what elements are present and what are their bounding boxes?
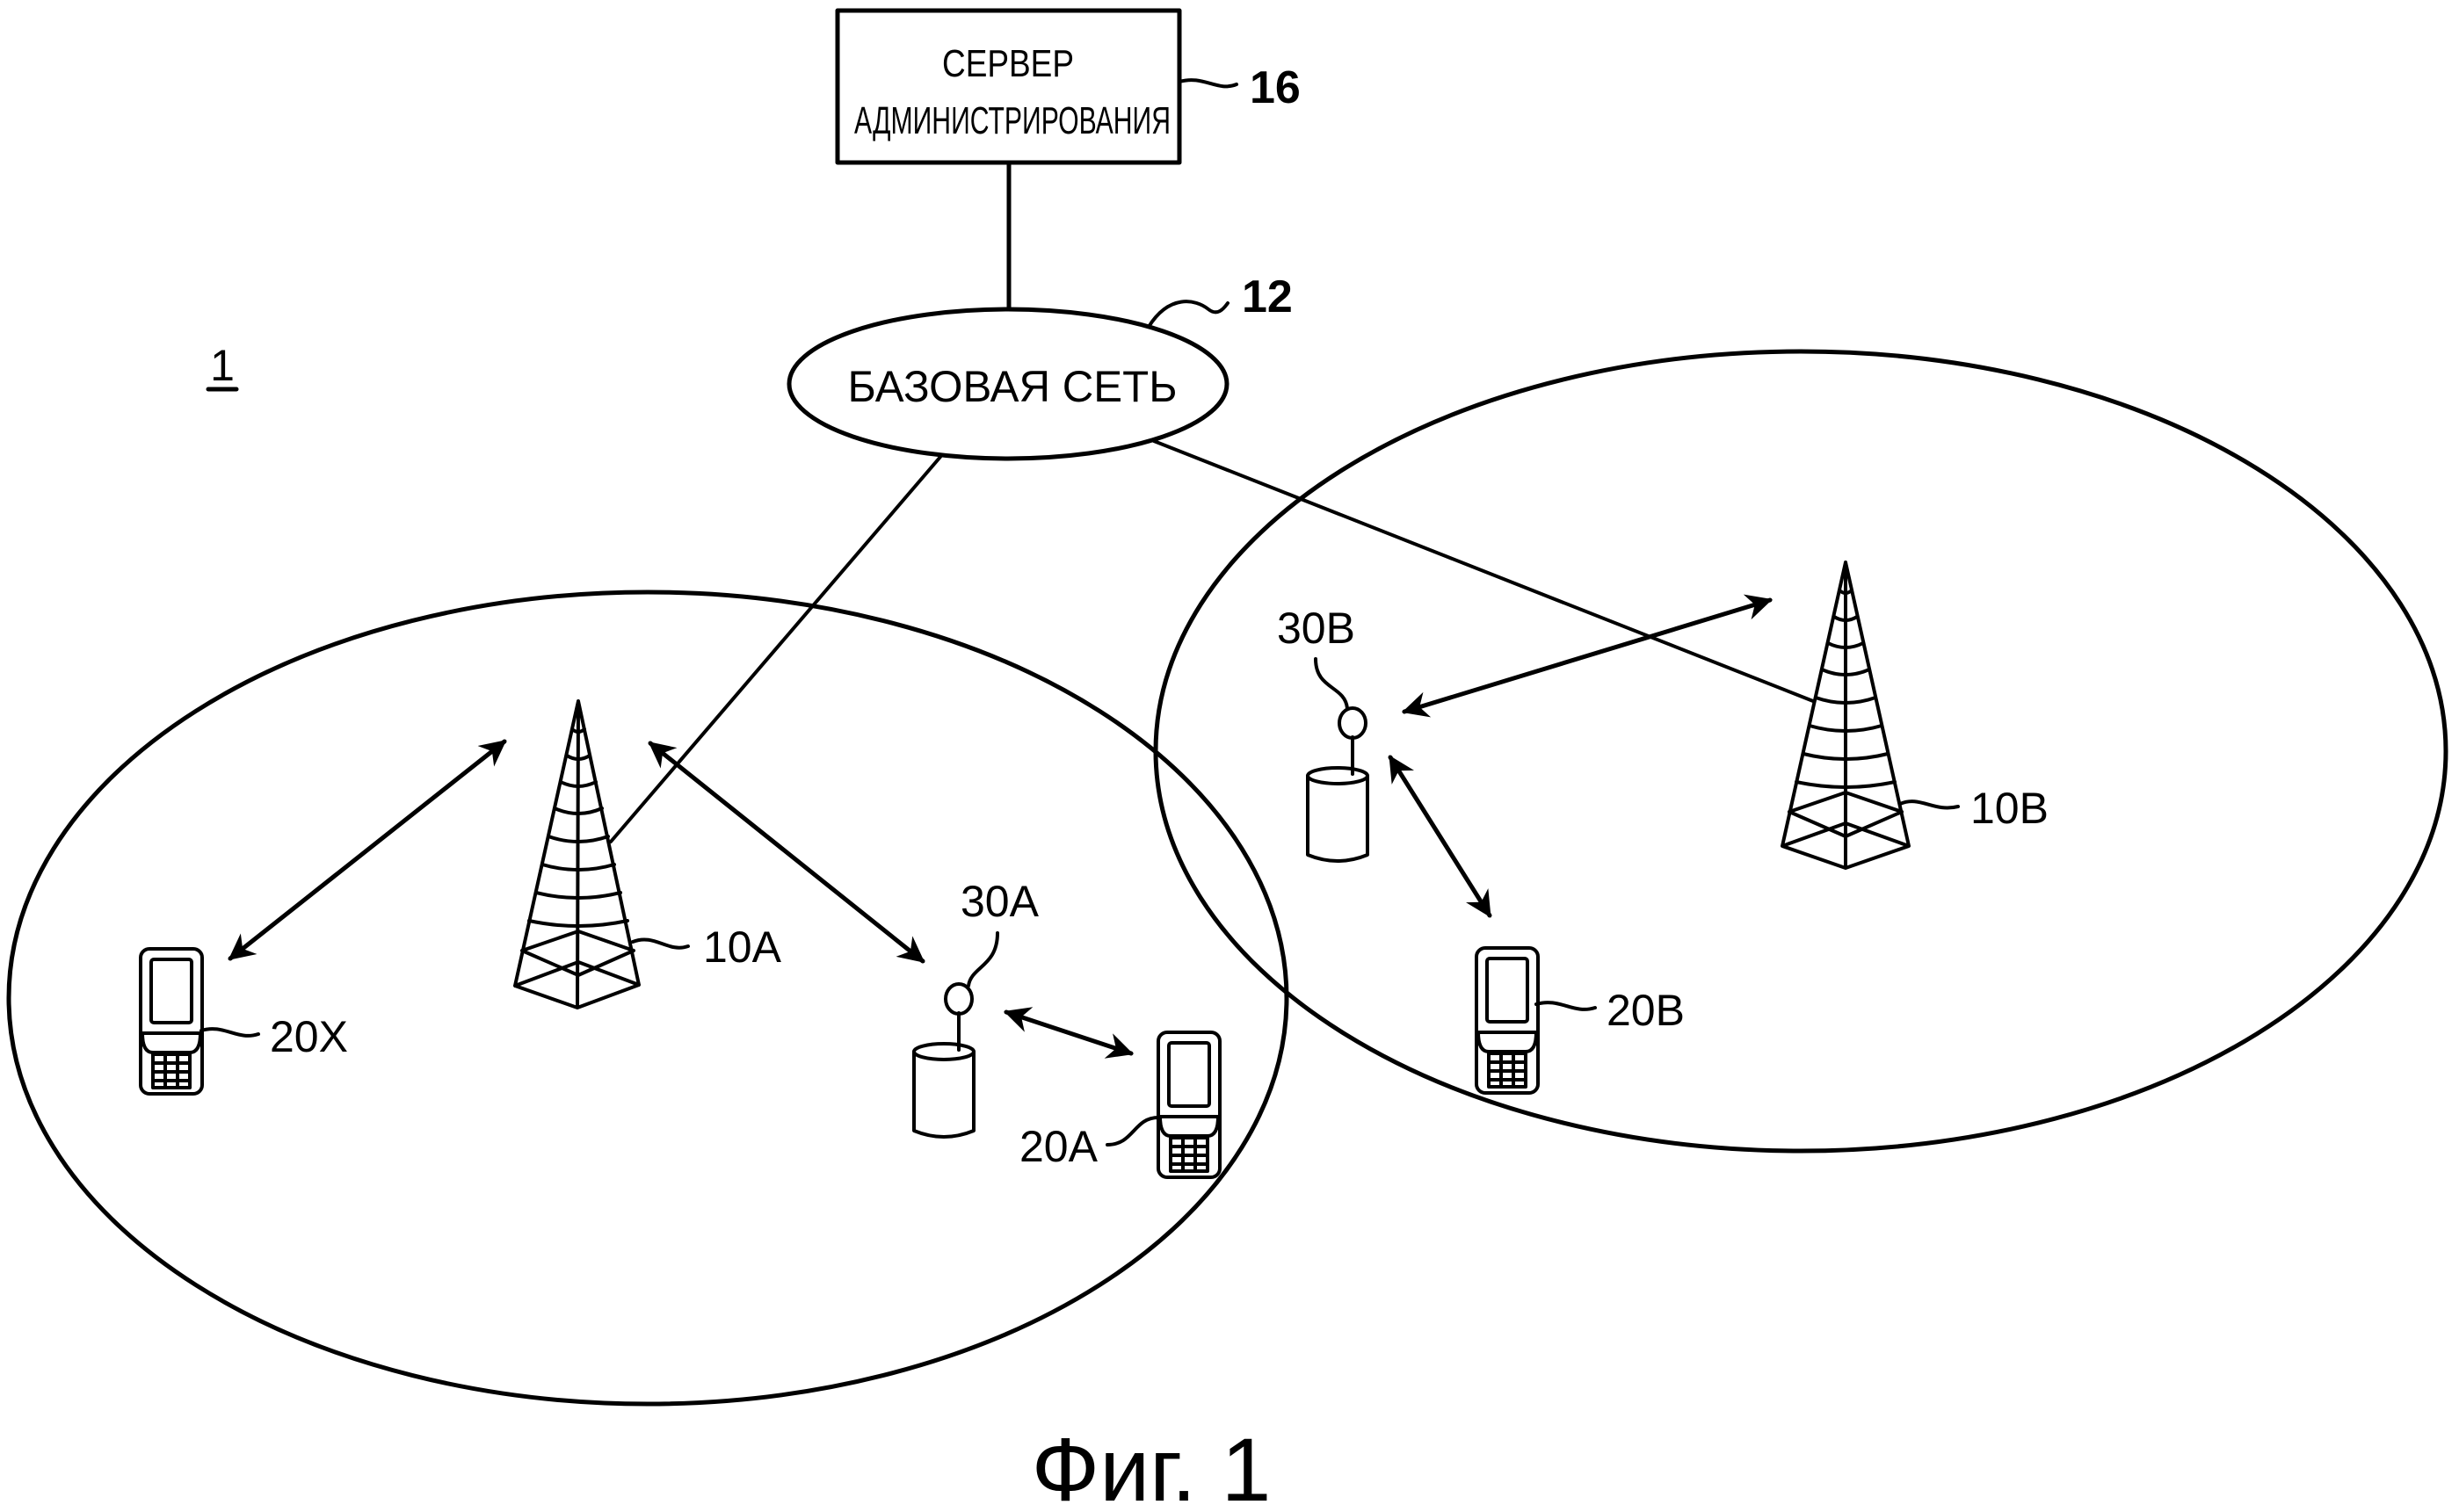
- core-ref-label: 12: [1242, 271, 1293, 322]
- relay-node-icon: [912, 982, 976, 1139]
- relay-30a-leader: [967, 931, 999, 988]
- coverage-cell-a: [6, 590, 1289, 1407]
- wireless-link-30a-20a: [1004, 1007, 1134, 1059]
- cell-tower-icon: [1781, 561, 1911, 870]
- server-label-line1: СЕРВЕР: [942, 42, 1074, 85]
- wireless-link-30b-10b: [1402, 594, 1773, 718]
- system-ref-label: 1: [210, 341, 235, 390]
- core-network-ellipse: [787, 307, 1230, 461]
- mobile-phone-icon: [139, 947, 204, 1096]
- phone-20a-leader: [1106, 1116, 1160, 1147]
- figure-caption: Фиг. 1: [1032, 1420, 1272, 1512]
- server-label-line2: АДМИНИСТРИРОВАНИЯ: [854, 99, 1171, 142]
- relay-30b-label: 30B: [1277, 604, 1355, 653]
- core-network-label: БАЗОВАЯ СЕТЬ: [848, 362, 1178, 411]
- phone-20b-label: 20B: [1607, 986, 1685, 1035]
- phone-20x-leader: [199, 1027, 260, 1038]
- link-core-10a: [609, 455, 942, 843]
- relay-30b-leader: [1314, 657, 1349, 710]
- management-server: СЕРВЕР АДМИНИСТРИРОВАНИЯ: [835, 8, 1182, 165]
- relay-node-icon: [1306, 706, 1369, 863]
- coverage-cell-b: [1153, 349, 2448, 1154]
- tower-10b-label: 10B: [1970, 784, 2049, 833]
- tower-10a-label: 10A: [703, 922, 782, 972]
- link-core-10b: [1152, 439, 1815, 703]
- phone-20x-label: 20X: [270, 1012, 348, 1061]
- wireless-link-30b-20b: [1388, 755, 1492, 918]
- mobile-phone-icon: [1475, 946, 1540, 1095]
- phone-20a-label: 20A: [1019, 1122, 1099, 1171]
- server-ref-leader: [1178, 78, 1238, 89]
- tower-10a-leader: [631, 937, 690, 950]
- core-ref-leader: [1147, 300, 1230, 329]
- phone-20b-leader: [1534, 1001, 1597, 1011]
- relay-30a-label: 30A: [961, 877, 1040, 926]
- wireless-link-20x-10a: [228, 739, 507, 961]
- tower-10b-leader: [1898, 799, 1960, 810]
- mobile-phone-icon: [1157, 1031, 1222, 1179]
- core-network: БАЗОВАЯ СЕТЬ: [787, 307, 1230, 461]
- server-ref-label: 16: [1250, 62, 1301, 113]
- cell-tower-icon: [513, 699, 641, 1009]
- wireless-link-10a-30a: [648, 741, 925, 964]
